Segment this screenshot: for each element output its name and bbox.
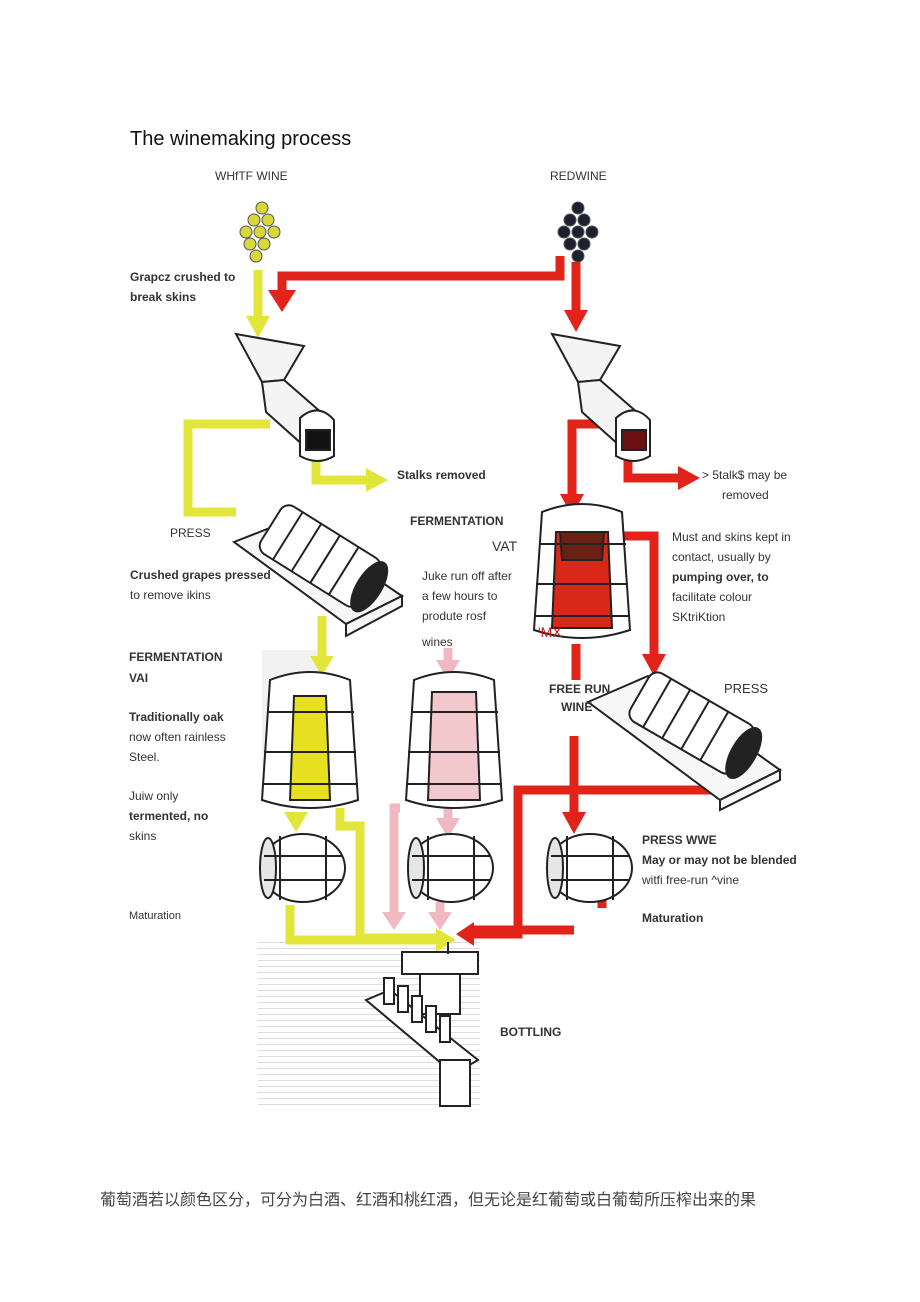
white-grape-cluster-icon — [239, 201, 281, 263]
red-flow-arrows — [277, 256, 716, 939]
bottling-label: BOTTLING — [500, 1025, 562, 1039]
red-mx-label: 'MX — [538, 624, 562, 640]
red-press-wine-label: PRESS WWE — [642, 833, 717, 847]
chinese-body-text: 葡萄酒若以颜色区分，可分为白酒、红酒和桃红酒，但无论是红葡萄或白葡萄所压榨出来的… — [100, 1190, 757, 1209]
white-arrowheads — [246, 316, 456, 952]
red-press-icon — [586, 671, 782, 812]
rose-arrowheads — [382, 660, 460, 930]
red-maturation-label: Maturation — [642, 911, 704, 925]
red-press-label: PRESS — [724, 681, 769, 696]
rose-barrel-icon — [407, 833, 494, 903]
red-barrel-icon — [546, 833, 633, 903]
red-fermentation-vat-icon — [532, 503, 632, 639]
red-crusher-icon — [550, 332, 651, 462]
white-barrel-icon — [259, 833, 346, 903]
white-fermentation-vat-icon — [260, 671, 360, 809]
white-press-label: PRESS — [170, 526, 211, 540]
red-wine-heading: REDWINE — [550, 169, 607, 183]
page-title: The winemaking process — [130, 128, 352, 150]
bottling-machine-icon — [364, 942, 480, 1107]
red-grape-cluster-icon — [557, 201, 599, 263]
rose-fermentation-vat-icon — [404, 671, 504, 809]
white-stalks-label: Stalks removed — [397, 468, 486, 482]
white-crusher-icon — [234, 332, 335, 462]
rose-fermentation-title: FERMENTATION — [410, 514, 504, 528]
white-wine-heading: WHfTF WINE — [215, 169, 288, 183]
red-arrowheads — [268, 290, 700, 946]
white-maturation-label: Maturation — [129, 910, 181, 922]
rose-vat-label: VAT — [492, 538, 518, 554]
white-press-icon — [231, 504, 404, 638]
